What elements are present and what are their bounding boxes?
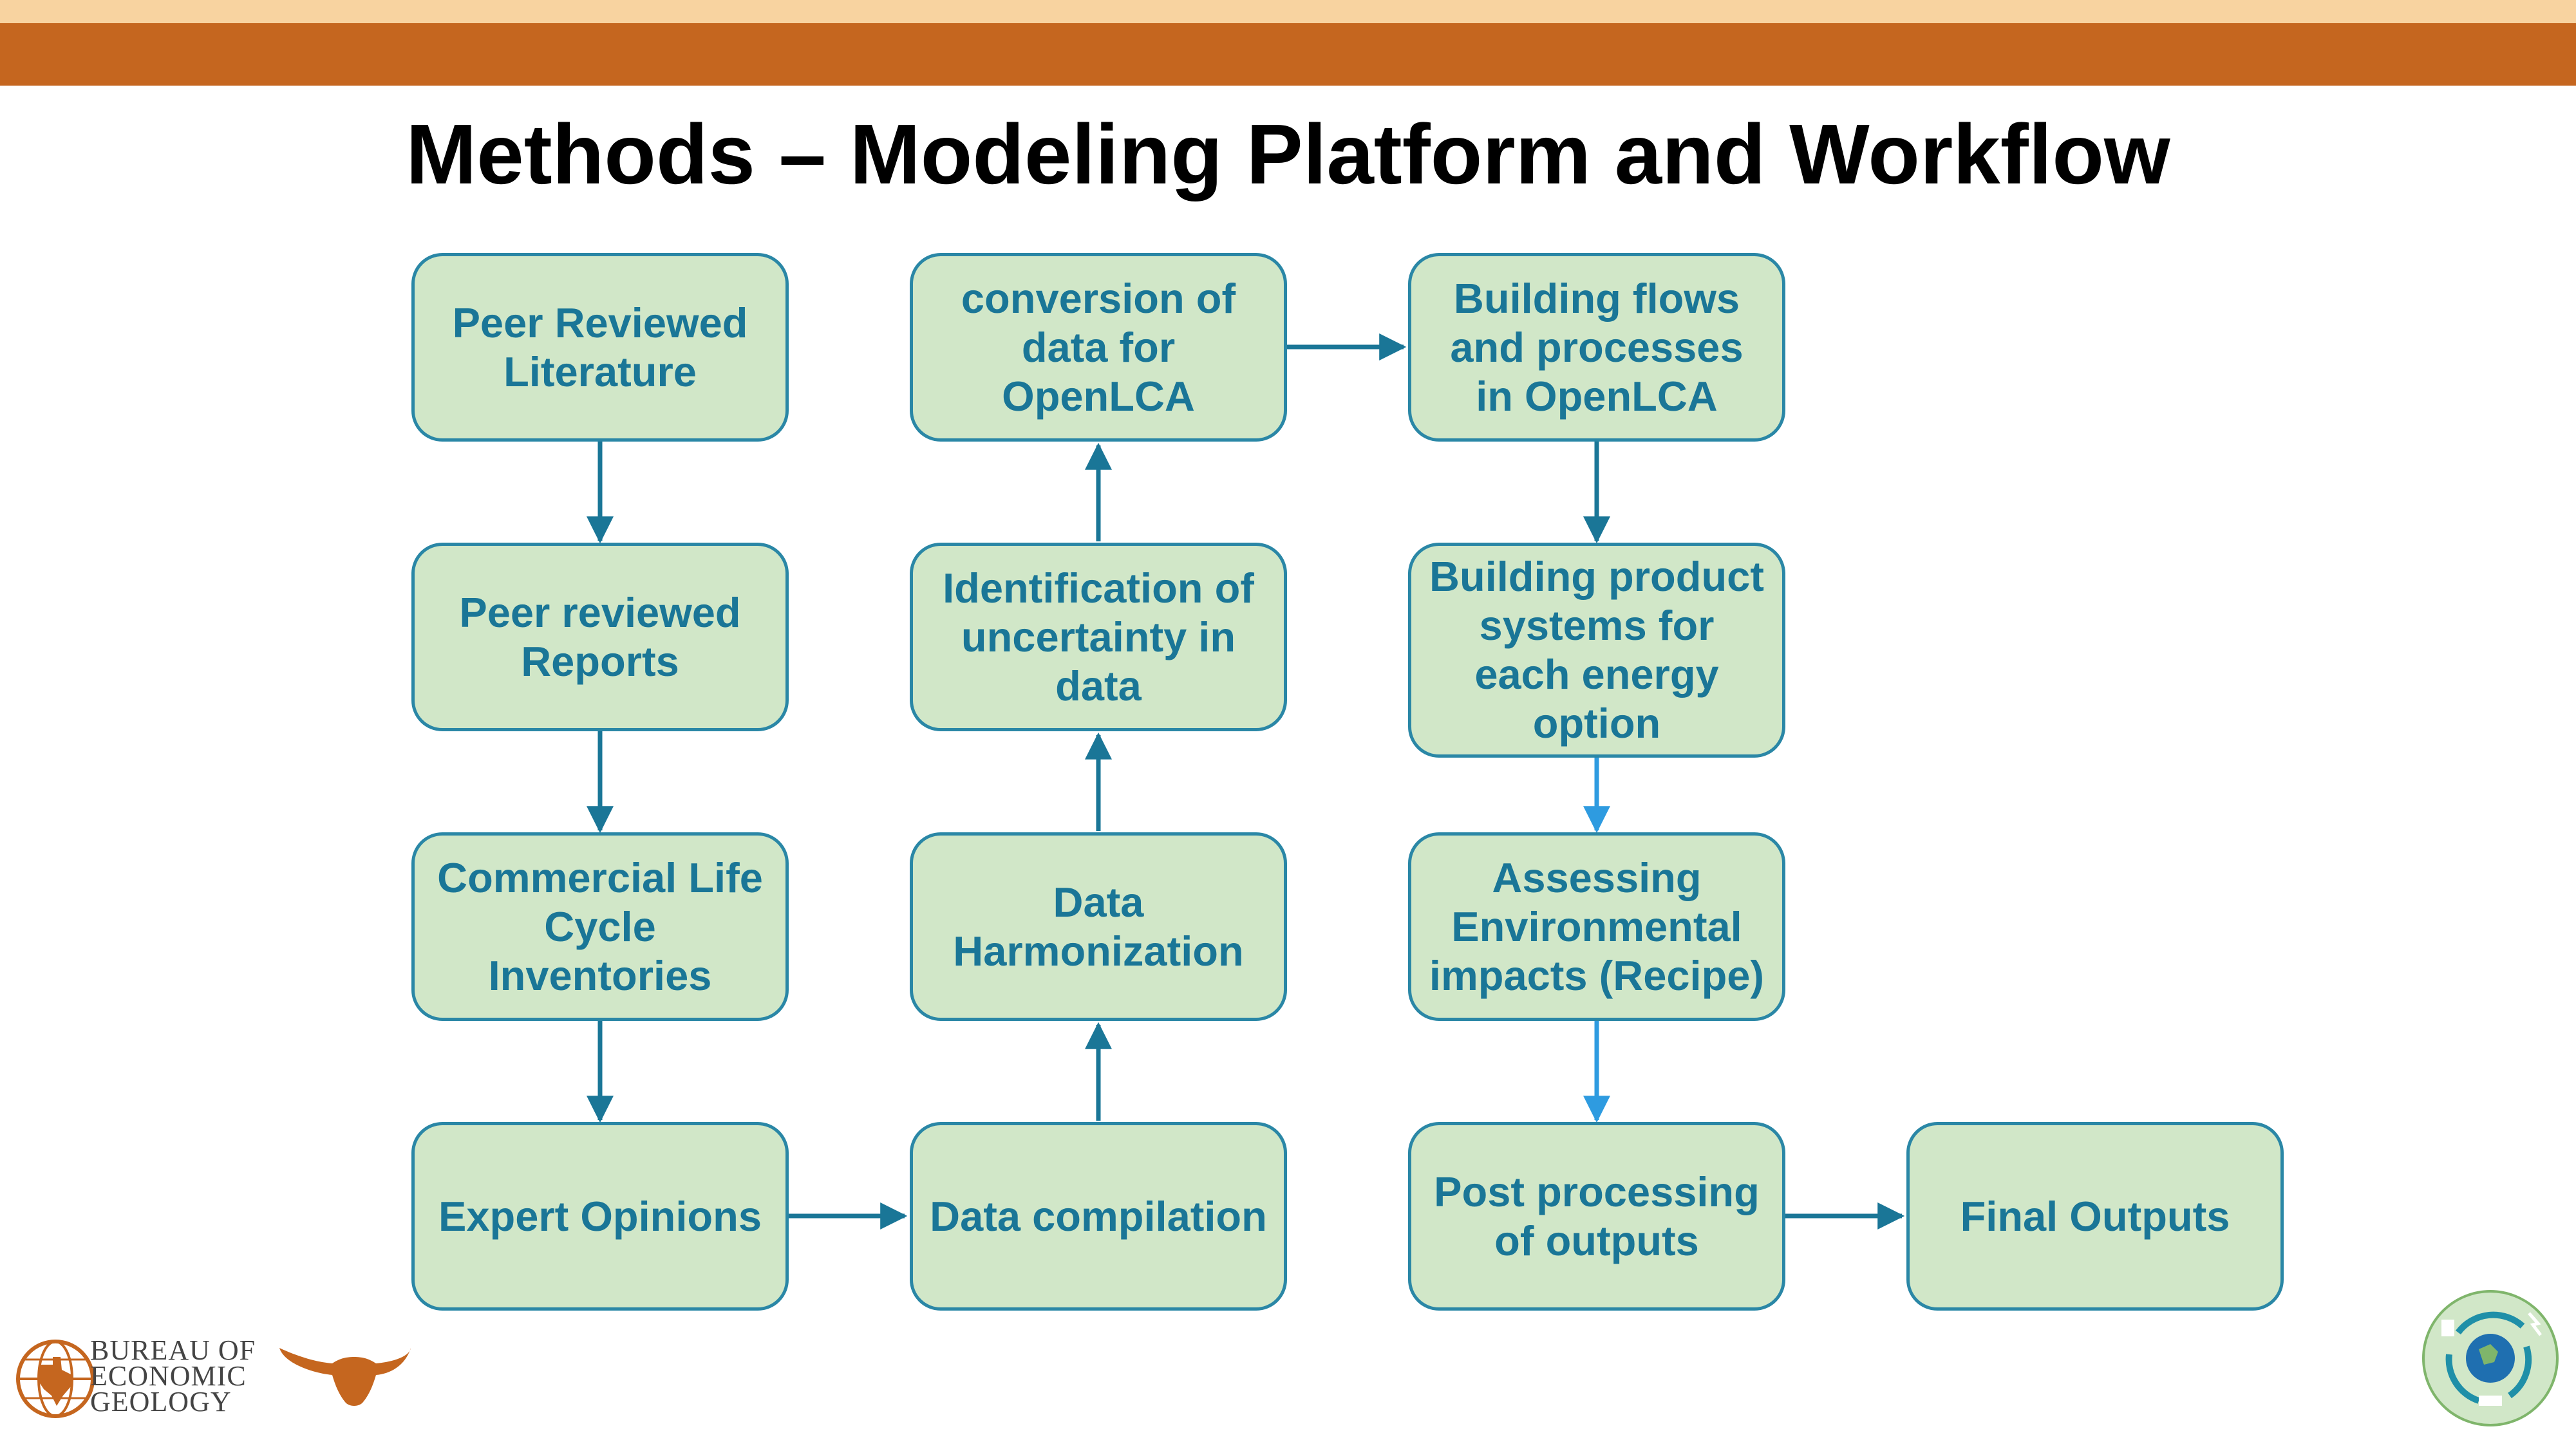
node-label: Expert Opinions: [438, 1192, 762, 1240]
header-band-light: [0, 0, 2576, 23]
node-label: Final Outputs: [1960, 1192, 2230, 1240]
node-data-compilation: Data compilation: [910, 1122, 1287, 1311]
node-final-outputs: Final Outputs: [1906, 1122, 2284, 1311]
header-band: [0, 23, 2576, 86]
node-label: Data compilation: [930, 1192, 1267, 1240]
texas-map-icon: [39, 1357, 72, 1406]
longhorn-icon: [279, 1348, 411, 1406]
bureau-logo-text: BUREAU OF ECONOMIC GEOLOGY: [90, 1334, 256, 1417]
node-expert-opinions: Expert Opinions: [411, 1122, 789, 1311]
page-title: Methods – Modeling Platform and Workflow: [406, 107, 2170, 201]
recycle-icon: [2422, 1290, 2559, 1426]
bureau-logo: [16, 1340, 411, 1418]
